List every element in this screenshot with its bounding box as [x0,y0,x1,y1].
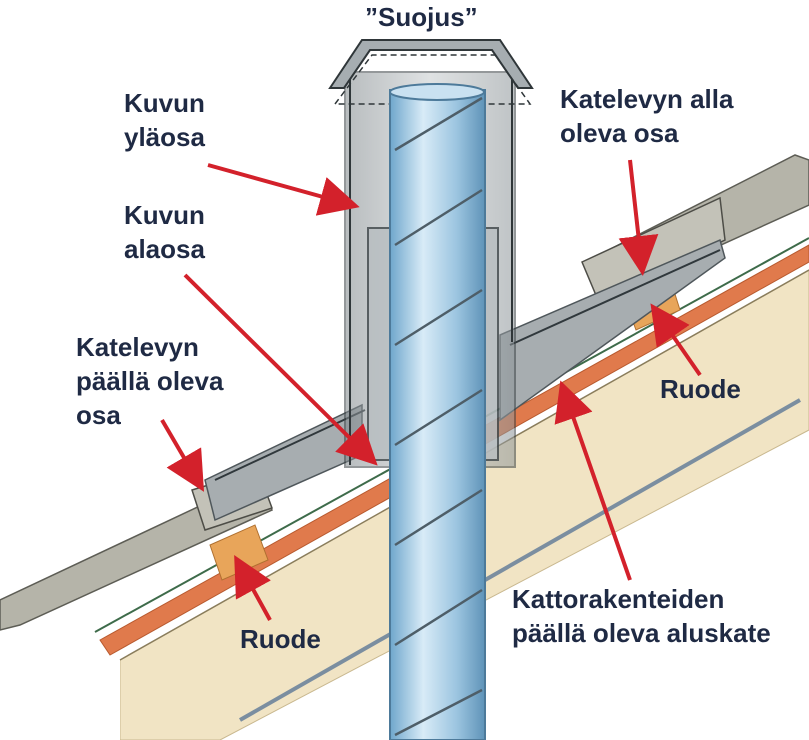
label-lower-hood-line2: alaosa [124,234,205,264]
cap-dashed-outline [333,54,532,105]
arrow-batten-right [650,303,702,377]
label-sheet-above-line1: Katelevyn [76,332,199,362]
label-sheet-above-line2: päällä oleva [76,366,224,396]
spiral-pipe-top [389,83,485,101]
flashing-edge-right [509,249,721,346]
arrow-sheet-above [160,418,205,492]
label-underlay-line2: päällä oleva aluskate [512,618,771,648]
flashing-edge [214,409,366,481]
roof-board-lower-edge [0,555,120,740]
arrow-batten-left [234,554,272,621]
label-sheet-above-line3: osa [76,400,121,430]
arrow-underlay [554,380,632,581]
label-upper-hood-line2: yläosa [124,122,205,152]
spiral-pipe [389,89,486,740]
spiral-seams [394,96,483,737]
label-lower-hood-line1: Kuvun [124,200,205,230]
label-sheet-below-line1: Katelevyn alla [560,84,734,114]
label-suojus: ”Suojus” [365,2,478,32]
label-batten-left: Ruode [240,624,321,654]
arrow-lower-hood [183,273,378,466]
arrow-upper-hood [207,163,360,216]
label-upper-hood-line1: Kuvun [124,88,205,118]
label-underlay-line1: Kattorakenteiden [512,584,724,614]
arrow-sheet-below [618,159,659,276]
label-batten-right: Ruode [660,374,741,404]
label-sheet-below-line2: oleva osa [560,118,679,148]
roof-board-edge-line [239,398,801,722]
